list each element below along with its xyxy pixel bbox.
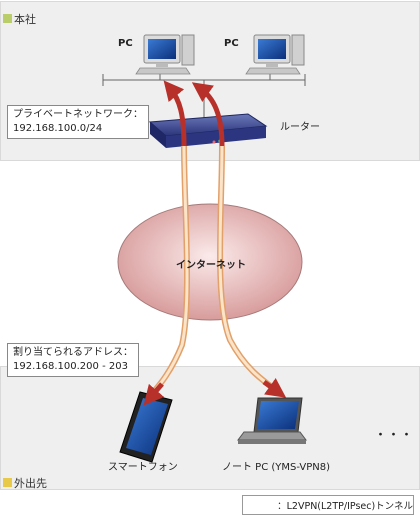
legend: ：L2VPN(L2TP/IPsec)トンネル	[242, 495, 414, 515]
assigned-address-title: 割り当てられるアドレス：	[13, 347, 133, 358]
outside-marker	[3, 478, 12, 487]
vpn-tunnel	[143, 80, 191, 406]
laptop-icon	[237, 397, 307, 444]
outside-label: 外出先	[14, 477, 47, 490]
private-network-box: プライベートネットワーク： 192.168.100.0/24	[7, 105, 149, 139]
assigned-address-range: 192.168.100.200 - 203	[13, 361, 128, 372]
outside-panel	[0, 366, 420, 490]
internet-label: インターネット	[176, 260, 246, 271]
hq-marker	[3, 14, 12, 23]
router-icon	[148, 113, 268, 148]
pc-label: PC	[224, 38, 239, 49]
smartphone-label: スマートフォン	[108, 462, 178, 473]
private-network-title: プライベートネットワーク：	[13, 109, 143, 120]
legend-label: ：L2VPN(L2TP/IPsec)トンネル	[277, 501, 413, 512]
pc-icon	[135, 34, 195, 75]
assigned-address-box: 割り当てられるアドレス： 192.168.100.200 - 203	[7, 343, 139, 377]
pc-label: PC	[118, 38, 133, 49]
vpn-tunnel	[191, 82, 287, 398]
router-label: ルーター	[280, 122, 320, 133]
laptop-label: ノート PC (YMS-VPN8)	[222, 462, 330, 473]
pc-icon	[245, 34, 305, 75]
smartphone-icon	[119, 391, 173, 463]
private-network-address: 192.168.100.0/24	[13, 123, 103, 134]
hq-label: 本社	[14, 13, 36, 26]
more-devices-ellipsis: ・・・	[374, 428, 414, 443]
internet-cloud	[117, 203, 303, 321]
